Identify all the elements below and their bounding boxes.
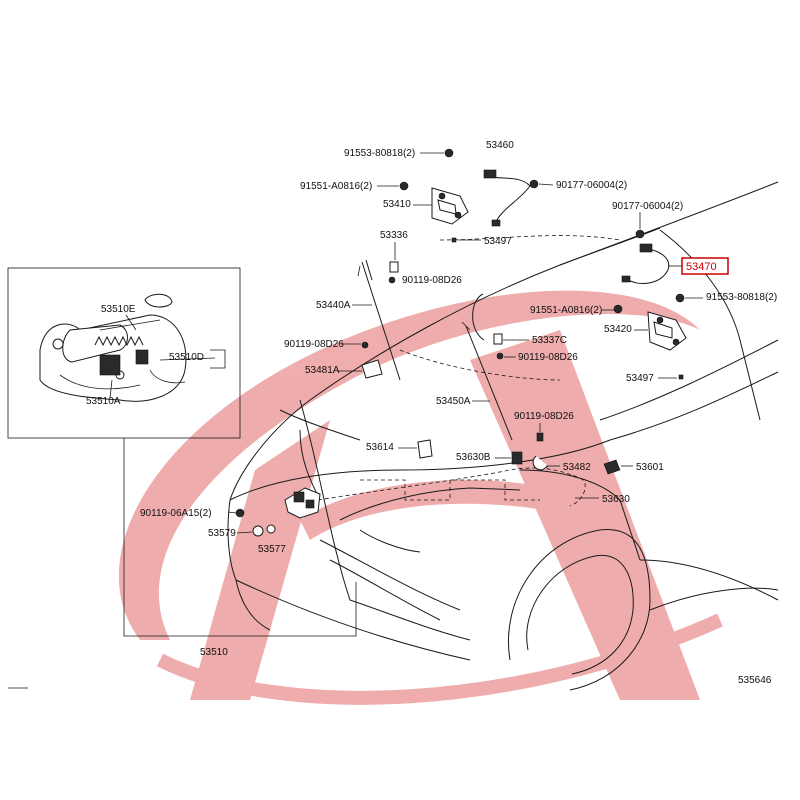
label-53614: 53614 <box>366 442 394 453</box>
hood-hinge-left <box>431 187 469 225</box>
bolt-icon <box>635 229 645 239</box>
bolt-icon <box>496 352 504 360</box>
bolt-icon <box>361 341 369 349</box>
bolt-icon <box>536 432 544 442</box>
label-53510: 53510 <box>200 647 228 658</box>
label-53510D: 53510D <box>169 352 204 363</box>
label-91553-80818-top: 91553-80818(2) <box>344 148 415 159</box>
bolt-icon <box>613 304 623 314</box>
bracket-icon <box>361 359 383 379</box>
label-53481A: 53481A <box>305 365 340 376</box>
label-90177-06004-right: 90177-06004(2) <box>612 201 683 212</box>
bolt-icon <box>529 179 539 189</box>
label-91551-A0816-top: 91551-A0816(2) <box>300 181 372 192</box>
label-90177-06004-top: 90177-06004(2) <box>556 180 627 191</box>
label-53579: 53579 <box>208 528 236 539</box>
label-90119-08D26-a: 90119-08D26 <box>402 275 462 286</box>
label-53460: 53460 <box>486 140 514 151</box>
label-53450A: 53450A <box>436 396 471 407</box>
label-53497-top: 53497 <box>484 236 512 247</box>
bolt-icon <box>493 333 503 345</box>
label-91551-A0816-right: 91551-A0816(2) <box>530 305 602 316</box>
label-53336: 53336 <box>380 230 408 241</box>
label-53440A: 53440A <box>316 300 351 311</box>
label-91553-80818-right: 91553-80818(2) <box>706 292 777 303</box>
label-53577: 53577 <box>258 544 286 555</box>
clip-icon <box>266 524 276 534</box>
bolt-icon <box>389 261 399 273</box>
bolt-icon <box>235 508 245 518</box>
hood-wire-harness <box>483 169 531 227</box>
clip-icon <box>532 455 549 471</box>
clip-icon <box>678 374 684 380</box>
label-90119-08D26-c: 90119-08D26 <box>518 352 578 363</box>
label-53410: 53410 <box>383 199 411 210</box>
handle-icon <box>603 459 621 475</box>
label-53337C: 53337C <box>532 335 567 346</box>
bolt-icon <box>675 293 685 303</box>
spring-icon <box>94 335 144 347</box>
bolt-icon <box>444 148 454 158</box>
diagram-id: 535646 <box>738 675 772 686</box>
watermark-logo <box>118 290 723 705</box>
label-53497-right: 53497 <box>626 373 654 384</box>
label-53510A: 53510A <box>86 396 121 407</box>
hood-lock-assembly-detail <box>39 293 226 402</box>
clip-icon <box>451 237 457 243</box>
label-53482: 53482 <box>563 462 591 473</box>
label-53510E: 53510E <box>101 304 136 315</box>
wire-harness-right <box>621 243 670 284</box>
label-53470: 53470 <box>686 261 717 273</box>
label-53630: 53630 <box>602 494 630 505</box>
label-90119-08D26-d: 90119-08D26 <box>514 411 574 422</box>
hood-lock-assembly <box>284 487 321 519</box>
label-53630B: 53630B <box>456 452 491 463</box>
hood-support-left <box>357 259 401 381</box>
hood-hinge-right <box>647 311 687 351</box>
bracket-icon <box>417 439 433 459</box>
bolt-icon <box>399 181 409 191</box>
cushion-icon <box>252 525 264 537</box>
hood-support-right <box>461 321 513 441</box>
bolt-icon <box>388 276 396 284</box>
label-53420: 53420 <box>604 324 632 335</box>
cable-clip-icon <box>511 451 523 465</box>
label-90119-06A15: 90119-06A15(2) <box>140 508 212 519</box>
label-53601: 53601 <box>636 462 664 473</box>
hood-release-cable <box>317 467 586 507</box>
label-90119-08D26-b: 90119-08D26 <box>284 339 344 350</box>
